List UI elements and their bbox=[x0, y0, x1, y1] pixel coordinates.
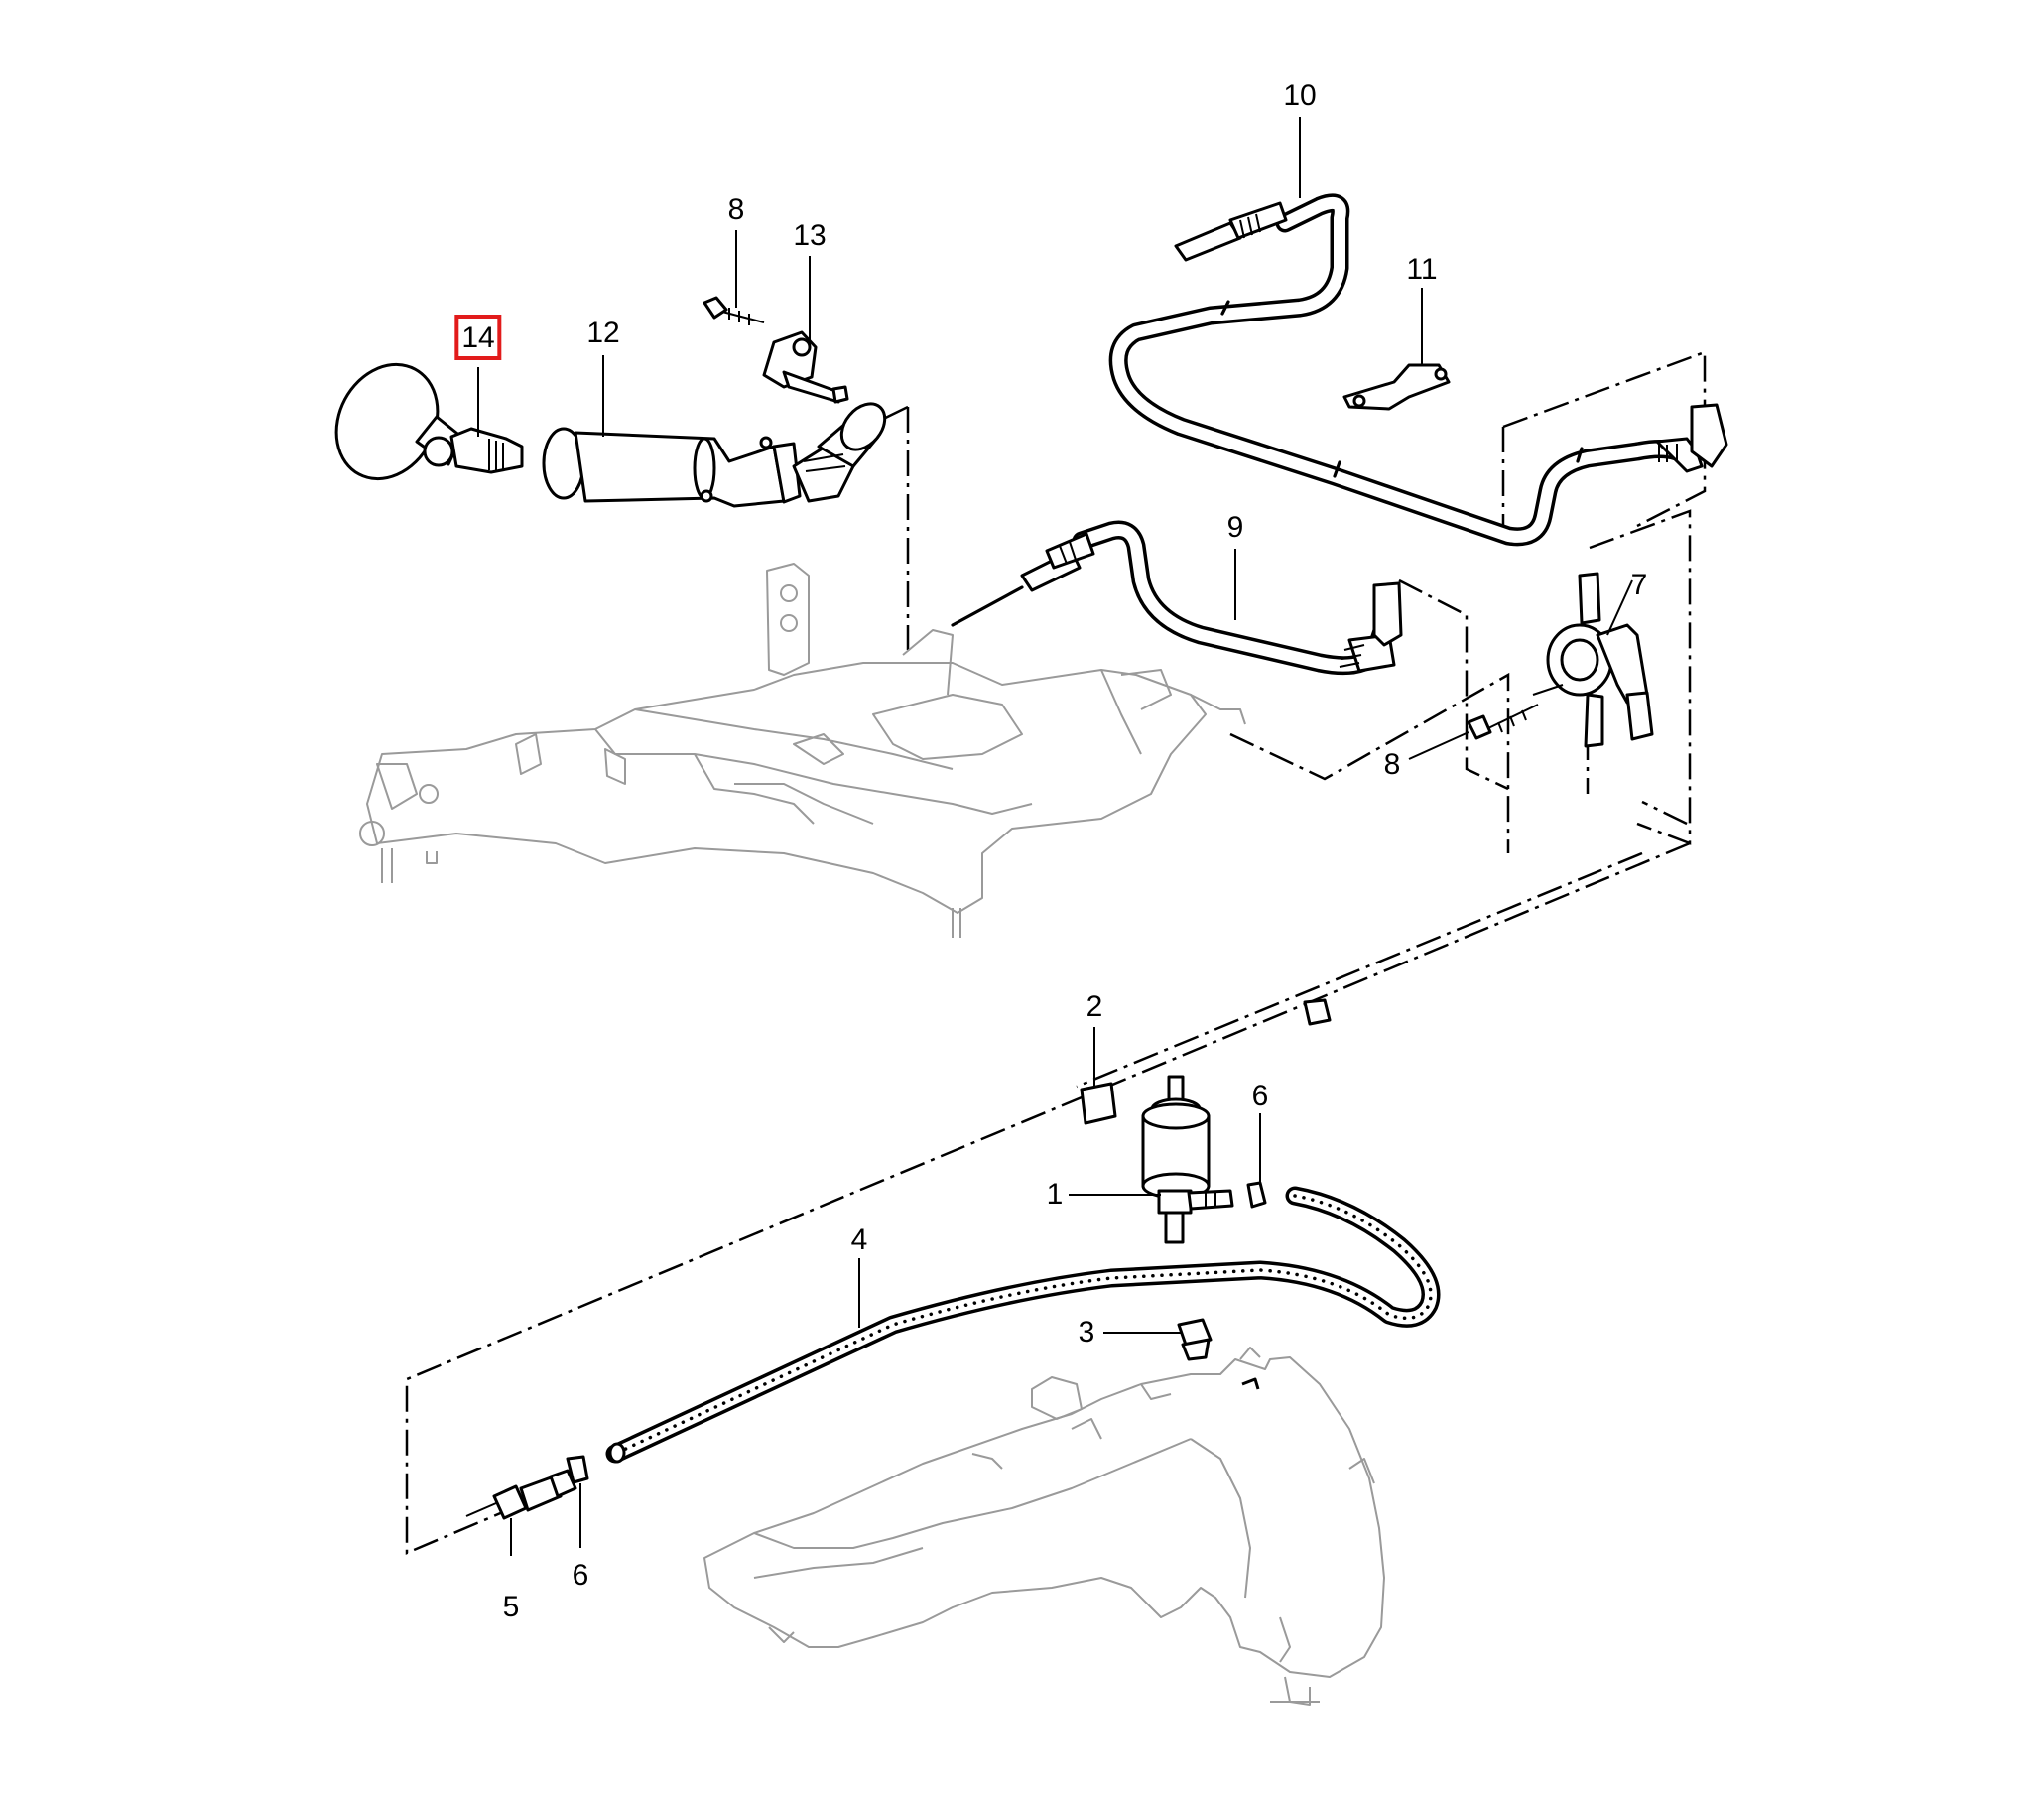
callout-label-6-upper[interactable]: 6 bbox=[1251, 1080, 1269, 1112]
mounting-bracket bbox=[1342, 363, 1451, 411]
callout-label-2[interactable]: 2 bbox=[1086, 990, 1103, 1023]
callout-label-4[interactable]: 4 bbox=[850, 1223, 868, 1256]
washer-fluid-reservoir bbox=[703, 1347, 1385, 1706]
callout-label-3[interactable]: 3 bbox=[1078, 1316, 1095, 1348]
callout-label-8-valve-screw[interactable]: 8 bbox=[1383, 748, 1401, 781]
callout-label-11[interactable]: 11 bbox=[1406, 253, 1438, 286]
washer-hose-lower bbox=[605, 1186, 1441, 1464]
callout-label-5[interactable]: 5 bbox=[502, 1591, 520, 1623]
washer-hose-upper bbox=[1108, 193, 1728, 547]
callout-label-1[interactable]: 1 bbox=[1046, 1178, 1064, 1211]
telescopic-cylinder bbox=[542, 402, 887, 508]
washer-hose-middle bbox=[951, 520, 1403, 676]
callout-label-9[interactable]: 9 bbox=[1226, 511, 1244, 544]
callout-label-12[interactable]: 12 bbox=[586, 317, 620, 349]
distributor-valve bbox=[1467, 572, 1654, 748]
washer-nozzle-jet bbox=[334, 362, 524, 481]
callout-leader-lines bbox=[477, 117, 1633, 1556]
bracket-and-screw bbox=[703, 296, 849, 404]
callout-label-10[interactable]: 10 bbox=[1283, 79, 1317, 112]
callout-label-14-highlighted[interactable]: 14 bbox=[454, 315, 502, 360]
hose-fitting-and-clamp bbox=[465, 1455, 589, 1520]
mounting-carrier-frame bbox=[359, 563, 1246, 938]
washer-pump bbox=[1080, 998, 1332, 1390]
callout-label-7[interactable]: 7 bbox=[1630, 569, 1648, 601]
callout-label-6-lower[interactable]: 6 bbox=[572, 1559, 589, 1592]
callout-label-8-screw[interactable]: 8 bbox=[727, 193, 745, 226]
callout-label-13[interactable]: 13 bbox=[793, 219, 827, 252]
